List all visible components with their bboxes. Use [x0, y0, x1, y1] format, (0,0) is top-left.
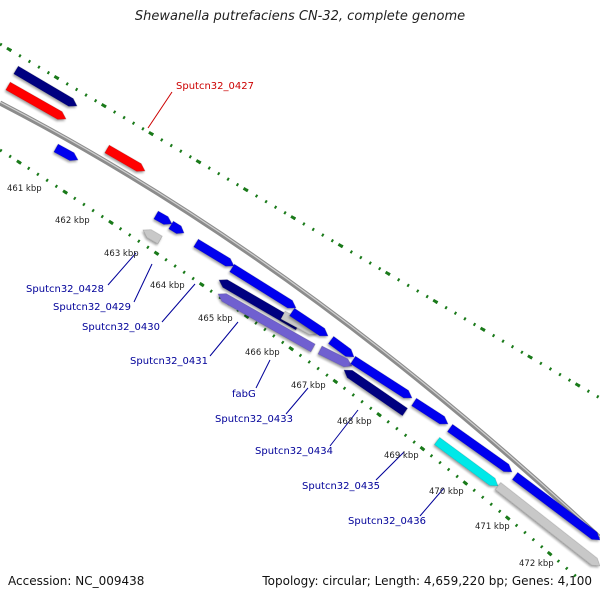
feature-arrow-purple[interactable]: [216, 290, 316, 353]
genome-backbone: [0, 100, 600, 540]
feature-arrow[interactable]: [446, 423, 514, 475]
feature-arrow[interactable]: [153, 210, 174, 228]
outer-tick-track: [0, 42, 600, 400]
gene-label[interactable]: Sputcn32_0434: [255, 446, 333, 457]
major-tick-track: [0, 148, 581, 582]
genome-backbone-highlight: [0, 101, 600, 538]
kbp-label: 463 kbp: [104, 249, 139, 259]
feature-arrow[interactable]: [341, 366, 408, 417]
gene-label[interactable]: Sputcn32_0436: [348, 516, 426, 527]
feature-arrow[interactable]: [13, 65, 80, 110]
gene-label-leader: [419, 487, 445, 517]
backbone-track: [0, 100, 600, 540]
feature-arrow[interactable]: [411, 397, 451, 428]
gene-label-leader: [133, 263, 153, 303]
kbp-label: 467 kbp: [291, 381, 326, 391]
kbp-scale-labels: 461 kbp 462 kbp 463 kbp 464 kbp 465 kbp 466 k…: [7, 184, 554, 569]
accession-text: Accession: NC_009438: [8, 574, 145, 588]
kbp-label: 461 kbp: [7, 184, 42, 194]
gene-label[interactable]: Sputcn32_0429: [53, 302, 131, 313]
kbp-label: 465 kbp: [198, 314, 233, 324]
feature-arrow-purple[interactable]: [317, 345, 354, 370]
feature-arrow-highlight[interactable]: [5, 81, 68, 123]
feature-arrow-cyan[interactable]: [433, 436, 500, 489]
gene-label-leader: [107, 252, 137, 286]
feature-arrow-highlight[interactable]: [104, 144, 148, 175]
gene-label-leader: [329, 409, 359, 447]
gene-label[interactable]: Sputcn32_0431: [130, 356, 208, 367]
kbp-label: 470 kbp: [429, 487, 464, 497]
gene-label-leader: [209, 321, 239, 357]
genome-title: Shewanella putrefaciens CN-32, complete …: [134, 9, 466, 24]
kbp-label: 471 kbp: [475, 522, 510, 532]
kbp-label: 462 kbp: [55, 216, 90, 226]
feature-arrow[interactable]: [289, 307, 331, 339]
feature-arrow-rna[interactable]: [141, 226, 163, 245]
kbp-label: 464 kbp: [150, 281, 185, 291]
kbp-label: 472 kbp: [519, 559, 554, 569]
gene-label[interactable]: Sputcn32_0427: [176, 81, 254, 92]
feature-arrow[interactable]: [168, 220, 187, 237]
gene-label-leader: [147, 91, 173, 129]
genome-summary-text: Topology: circular; Length: 4,659,220 bp…: [262, 574, 592, 588]
gene-label[interactable]: fabG: [232, 389, 256, 400]
gene-label[interactable]: Sputcn32_0433: [215, 414, 293, 425]
feature-arrow[interactable]: [229, 263, 299, 312]
tick-marks: [0, 42, 600, 582]
gene-label[interactable]: Sputcn32_0430: [82, 322, 160, 333]
kbp-label: 466 kbp: [245, 348, 280, 358]
gene-label-leader: [285, 387, 309, 415]
kbp-label: 469 kbp: [384, 451, 419, 461]
kbp-label: 468 kbp: [337, 417, 372, 427]
gene-label-leader: [375, 451, 405, 481]
gene-labels: Sputcn32_0427Sputcn32_0428Sputcn32_0429S…: [26, 81, 426, 527]
gene-label[interactable]: Sputcn32_0428: [26, 284, 104, 295]
feature-arrow[interactable]: [53, 143, 80, 164]
feature-arrow[interactable]: [350, 355, 415, 402]
feature-arrow-rna[interactable]: [494, 482, 600, 569]
gene-label[interactable]: Sputcn32_0435: [302, 481, 380, 492]
gene-label-leader: [255, 359, 271, 389]
feature-arrow[interactable]: [193, 238, 237, 270]
feature-arrow[interactable]: [511, 471, 600, 543]
feature-tracks: [5, 65, 600, 569]
gene-label-leader: [161, 283, 196, 323]
label-leader-lines: [107, 91, 445, 517]
feature-arrow[interactable]: [327, 335, 356, 360]
inner-tick-track: [0, 148, 581, 582]
